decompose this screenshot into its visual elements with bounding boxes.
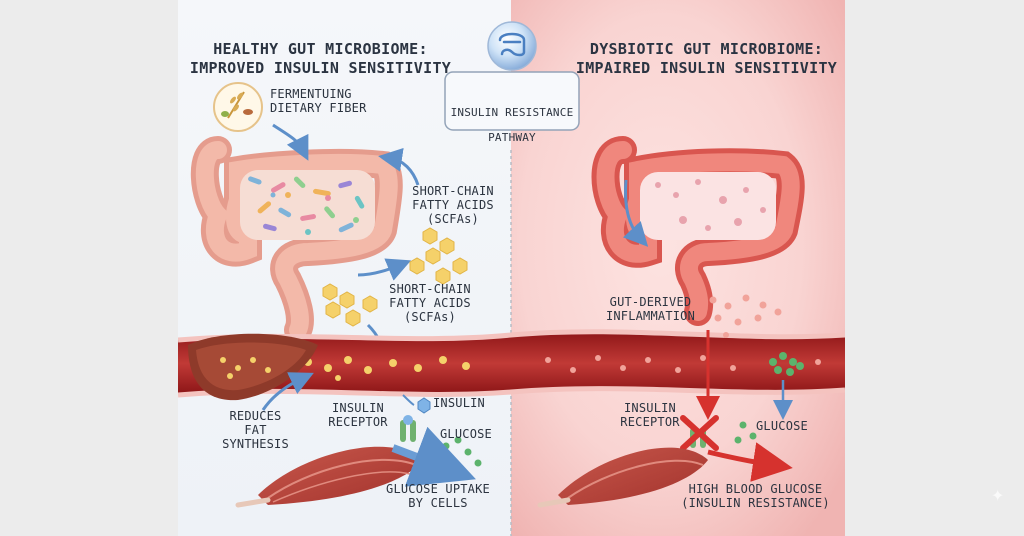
left-header: HEALTHY GUT MICROBIOME: IMPROVED INSULIN… <box>178 40 463 78</box>
high-glucose-arrow <box>707 442 793 482</box>
fiber-icon <box>213 82 263 132</box>
insulin-arrow <box>402 394 415 406</box>
scfa-out-arrow <box>357 258 412 281</box>
inflammation-particles <box>709 294 782 338</box>
right-header-line2: IMPAIRED INSULIN SENSITIVITY <box>575 58 838 77</box>
pathway-box-line1: INSULIN RESISTANCE <box>450 105 574 119</box>
glucose-uptake-arrow <box>391 426 476 487</box>
fiber-arrow <box>272 123 309 161</box>
muscle-right <box>537 447 708 508</box>
left-header-line2: IMPROVED INSULIN SENSITIVITY <box>189 58 452 77</box>
liver-icon <box>188 333 318 401</box>
sparkle-icon: ✦ <box>991 486 1005 505</box>
right-header-line1: DYSBIOTIC GUT MICROBIOME: <box>589 40 824 58</box>
right-header: DYSBIOTIC GUT MICROBIOME: IMPAIRED INSUL… <box>568 40 845 78</box>
glucose-molecules-right <box>734 421 757 444</box>
scfa-molecules-top <box>409 227 468 285</box>
insulin-receptor-label-left: INSULIN RECEPTOR <box>328 401 388 429</box>
inflamed-intestine <box>591 136 805 326</box>
infographic-panel: HEALTHY GUT MICROBIOME: IMPROVED INSULIN… <box>178 0 845 536</box>
infographic-illustration <box>178 0 845 536</box>
insulin-molecule-left <box>417 397 431 414</box>
high-glucose-label: HIGH BLOOD GLUCOSE (INSULIN RESISTANCE) <box>681 482 830 510</box>
scfa-label-mid: SHORT-CHAIN FATTY ACIDS (SCFAs) <box>389 282 471 324</box>
fiber-label: FERMENTUING DIETARY FIBER <box>270 87 367 115</box>
glucose-cluster-right <box>769 352 804 376</box>
healthy-intestine <box>190 136 403 344</box>
gut-icon <box>498 32 526 57</box>
inflammation-label: GUT-DERIVED INFLAMMATION <box>605 295 696 323</box>
scfa-label-top: SHORT-CHAIN FATTY ACIDS (SCFAs) <box>412 184 494 226</box>
gut-bacteria <box>248 176 365 235</box>
pathway-box <box>444 21 580 131</box>
scfa-return-arrow <box>378 147 420 186</box>
insulin-receptor-label-right: INSULIN RECEPTOR <box>620 401 680 429</box>
glucose-label-left: GLUCOSE <box>440 427 492 441</box>
pathway-box-line2: PATHWAY <box>488 130 536 144</box>
inflamed-flow-arrow <box>623 179 649 247</box>
scfa-molecules-mid <box>322 283 378 327</box>
glucose-label-right: GLUCOSE <box>756 419 808 433</box>
pathway-box-label: INSULIN RESISTANCE PATHWAY <box>445 94 579 157</box>
fat-synthesis-label: REDUCES FAT SYNTHESIS <box>222 409 289 451</box>
fat-synthesis-arrow <box>261 372 314 411</box>
insulin-label: INSULIN <box>433 396 485 410</box>
left-header-line1: HEALTHY GUT MICROBIOME: <box>213 40 428 58</box>
glucose-uptake-label: GLUCOSE UPTAKE BY CELLS <box>386 482 490 510</box>
blocked-x-icon <box>680 415 719 451</box>
